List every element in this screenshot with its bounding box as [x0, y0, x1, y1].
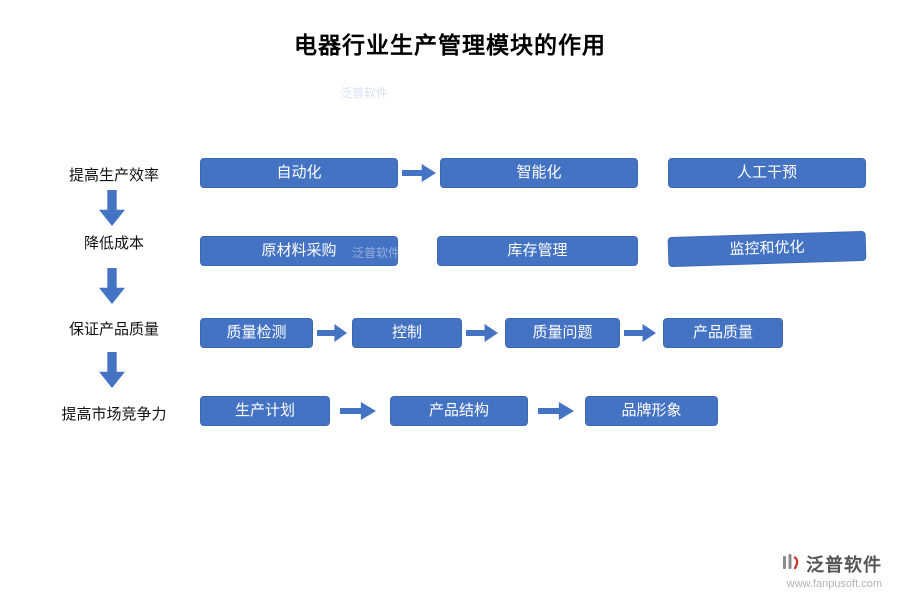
flow-box-monitor-optimize: 监控和优化	[667, 230, 867, 268]
right-arrow-icon	[538, 402, 574, 420]
flow-box-intelligence: 智能化	[440, 158, 638, 188]
right-arrow-icon	[624, 324, 656, 342]
footer-brand-block: 泛普软件 www.fanpusoft.com	[781, 551, 882, 590]
flow-box-brand-image: 品牌形象	[585, 396, 718, 426]
flow-box-production-plan: 生产计划	[200, 396, 330, 426]
flow-box-quality-issues: 质量问题	[505, 318, 620, 348]
flow-box-inventory-management: 库存管理	[437, 236, 638, 266]
flow-box-product-structure: 产品结构	[390, 396, 528, 426]
right-arrow-icon	[466, 324, 498, 342]
right-arrow-icon	[340, 402, 376, 420]
flow-box-manual-intervention: 人工干预	[668, 158, 866, 188]
right-arrow-icon	[317, 324, 347, 342]
row-label-quality: 保证产品质量	[68, 322, 159, 338]
flow-box-product-quality: 产品质量	[663, 318, 783, 348]
flow-box-quality-inspection: 质量检测	[200, 318, 313, 348]
down-arrow-icon	[99, 190, 125, 226]
flow-box-control: 控制	[352, 318, 462, 348]
brand-url: www.fanpusoft.com	[786, 578, 882, 590]
down-arrow-icon	[99, 352, 125, 388]
brand-name: 泛普软件	[806, 555, 882, 575]
diagram-title: 电器行业生产管理模块的作用	[294, 33, 606, 58]
right-arrow-icon	[402, 164, 436, 182]
row-label-cost: 降低成本	[83, 236, 144, 252]
down-arrow-icon	[99, 268, 125, 304]
watermark: 泛普软件	[340, 86, 389, 100]
flow-box-automation: 自动化	[200, 158, 398, 188]
fanpu-logo-icon	[781, 552, 801, 577]
flow-box-raw-material-purchase: 原材料采购	[200, 236, 398, 266]
row-label-efficiency: 提高生产效率	[68, 168, 159, 184]
row-label-competitiveness: 提高市场竞争力	[61, 407, 167, 423]
